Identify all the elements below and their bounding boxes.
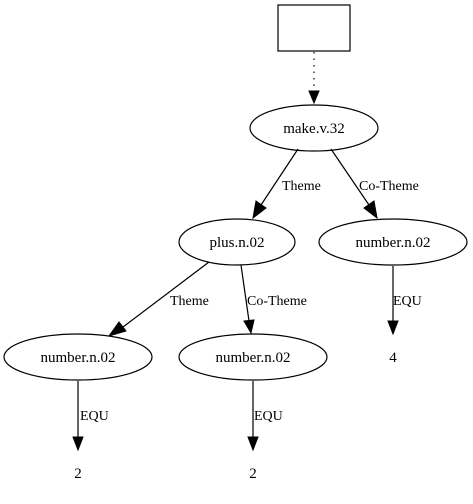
arrowhead-box-to-make xyxy=(308,90,320,105)
edge-plus-to-number-left xyxy=(122,261,210,328)
edge-make-to-number-right xyxy=(330,148,370,206)
node-number-middle xyxy=(178,333,328,381)
arrowhead-plus-to-number-left xyxy=(107,321,127,337)
edge-label-number-left-to-value: EQU xyxy=(80,409,109,424)
edge-make-to-plus xyxy=(260,148,299,206)
node-make xyxy=(249,104,379,152)
node-number-left-label: number.n.02 xyxy=(41,350,116,366)
edge-label-number-right-to-value: EQU xyxy=(393,294,422,309)
edge-plus-to-number-middle xyxy=(240,264,250,322)
arrowhead-number-middle-to-value xyxy=(247,436,259,452)
edge-label-number-middle-to-value: EQU xyxy=(254,409,283,424)
node-number-right-label: number.n.02 xyxy=(356,235,431,251)
edge-label-plus-to-number-left: Theme xyxy=(170,294,209,309)
edge-label-plus-to-number-middle: Co-Theme xyxy=(247,294,307,309)
node-make-label: make.v.32 xyxy=(283,121,345,137)
arrowhead-plus-to-number-middle xyxy=(243,319,255,335)
edge-label-make-to-plus: Theme xyxy=(282,179,321,194)
edge-label-make-to-number-right: Co-Theme xyxy=(359,179,419,194)
root-box xyxy=(277,4,351,52)
node-plus-label: plus.n.02 xyxy=(209,235,264,251)
node-number-right xyxy=(318,218,468,266)
arrowhead-make-to-number-right xyxy=(363,200,378,220)
leaf-value-number-right: 4 xyxy=(389,350,397,366)
leaf-value-number-left: 2 xyxy=(74,466,82,482)
node-plus xyxy=(178,218,296,266)
node-number-middle-label: number.n.02 xyxy=(216,350,291,366)
leaf-value-number-middle: 2 xyxy=(249,466,257,482)
arrowhead-make-to-plus xyxy=(252,200,267,220)
arrowhead-number-right-to-value xyxy=(387,320,399,336)
arrowhead-number-left-to-value xyxy=(72,436,84,452)
node-number-left xyxy=(3,333,153,381)
